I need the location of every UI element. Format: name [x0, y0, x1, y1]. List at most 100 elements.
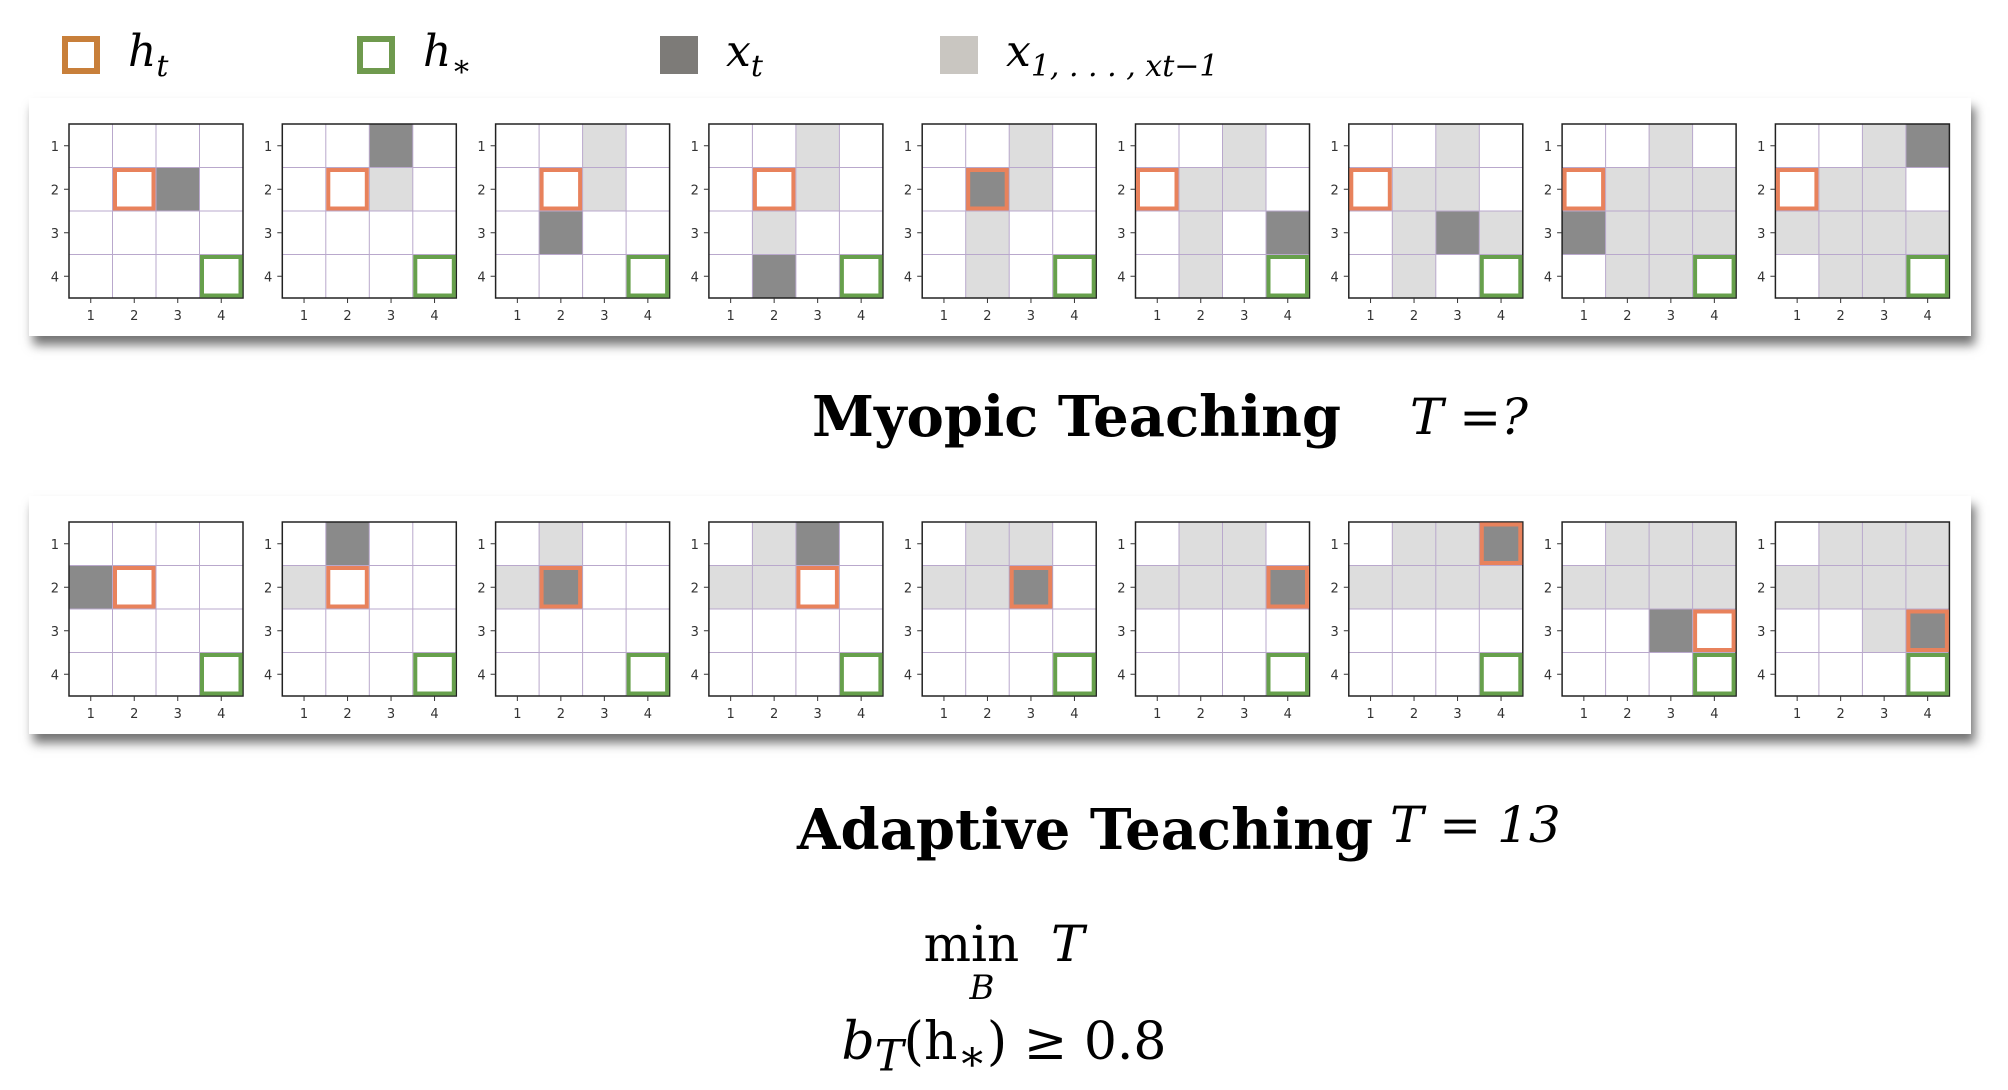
target-hypothesis-box: [839, 255, 883, 298]
past-example-cell: [1818, 565, 1863, 609]
x-tick-label: 4: [857, 309, 865, 324]
y-tick-label: 1: [904, 140, 912, 155]
past-example-cell: [1649, 124, 1693, 168]
y-tick-label: 1: [1757, 140, 1765, 155]
target-hypothesis-box: [1266, 653, 1309, 696]
past-example-cell: [1649, 167, 1693, 211]
x-tick-label: 2: [1623, 309, 1631, 324]
current-example-cell: [965, 167, 1010, 211]
y-tick-label: 1: [1544, 538, 1552, 553]
y-tick-label: 3: [264, 625, 272, 640]
current-hypothesis-box: [752, 168, 796, 211]
past-example-cell: [965, 565, 1010, 609]
current-example-cell: [1435, 211, 1480, 255]
myopic-t-value: T =?: [1410, 388, 1528, 446]
x-tick-label: 4: [1497, 309, 1505, 324]
past-example-cell: [752, 522, 796, 566]
current-example-cell: [752, 254, 796, 298]
y-tick-label: 4: [691, 668, 699, 683]
target-hypothesis-box: [1906, 653, 1949, 696]
x-tick-label: 2: [1837, 309, 1845, 324]
y-tick-label: 1: [477, 140, 485, 155]
x-tick-label: 2: [557, 707, 565, 722]
past-example-cell: [1222, 124, 1266, 168]
past-example-cell: [1692, 167, 1737, 211]
objective-formula: min T B bT(h∗) ≥ 0.8: [0, 918, 2008, 1081]
x-tick-label: 2: [1410, 707, 1418, 722]
grid-frame: [1774, 123, 1951, 299]
y-tick-label: 3: [1544, 227, 1552, 242]
y-tick-label: 2: [691, 581, 699, 596]
x-tick-label: 3: [1667, 309, 1675, 324]
x-tick-label: 2: [130, 309, 138, 324]
grid-frame: [68, 123, 244, 299]
past-example-cell: [1818, 254, 1863, 298]
y-tick-label: 3: [264, 227, 272, 242]
y-tick-label: 3: [477, 227, 485, 242]
target-hypothesis-box: [1479, 653, 1523, 696]
y-tick-label: 4: [264, 668, 272, 683]
legend-label-xt: xt: [726, 26, 763, 84]
past-example-cell: [1392, 565, 1436, 609]
x-tick-label: 3: [174, 707, 182, 722]
x-tick-label: 3: [1240, 309, 1248, 324]
past-example-cell: [1862, 124, 1906, 168]
past-example-cell: [1905, 211, 1950, 255]
current-example-cell: [69, 565, 113, 609]
x-tick-label: 1: [1153, 707, 1161, 722]
x-tick-label: 2: [770, 707, 778, 722]
past-example-cell: [795, 167, 840, 211]
past-example-cell: [1222, 522, 1266, 566]
past-example-cell: [1605, 167, 1650, 211]
y-tick-label: 3: [904, 227, 912, 242]
past-example-cell: [1479, 565, 1523, 609]
y-tick-label: 1: [264, 140, 272, 155]
y-tick-label: 2: [1757, 183, 1765, 198]
legend: ht h∗ xt x1, . . . , xt−1: [0, 0, 2008, 90]
grid-frame: [494, 521, 671, 697]
grid-frame: [921, 521, 1097, 697]
x-tick-label: 3: [1453, 309, 1461, 324]
y-tick-label: 1: [477, 538, 485, 553]
past-example-cell: [1905, 522, 1950, 566]
legend-item-ht: ht: [62, 26, 168, 84]
x-tick-label: 4: [1924, 309, 1932, 324]
grid-frame: [1774, 521, 1951, 697]
legend-label-hstar: h∗: [423, 26, 472, 84]
x-tick-label: 4: [430, 309, 438, 324]
target-hypothesis-box: [413, 255, 456, 298]
current-hypothesis-box: [1693, 609, 1736, 652]
x-tick-label: 2: [1197, 309, 1205, 324]
x-tick-label: 1: [1153, 309, 1161, 324]
y-tick-label: 1: [1331, 538, 1339, 553]
x-tick-label: 3: [1027, 707, 1035, 722]
y-tick-label: 4: [477, 668, 485, 683]
current-hypothesis-box: [1479, 522, 1523, 565]
past-example-cell: [965, 522, 1010, 566]
past-example-cell: [752, 565, 796, 609]
x-tick-label: 1: [1793, 707, 1801, 722]
xt-swatch-icon: [660, 35, 698, 74]
y-tick-label: 4: [51, 270, 59, 285]
past-example-cell: [1562, 565, 1606, 609]
target-hypothesis-box: [200, 653, 243, 696]
target-hypothesis-box: [1479, 255, 1523, 298]
y-tick-label: 4: [904, 270, 912, 285]
target-hypothesis-box: [1266, 255, 1309, 298]
y-tick-label: 4: [51, 668, 59, 683]
y-tick-label: 4: [1757, 270, 1765, 285]
grid-frame: [1348, 123, 1524, 299]
adaptive-caption: Adaptive Teaching: [797, 797, 1373, 863]
past-example-cell: [1775, 565, 1819, 609]
ht-swatch-icon: [62, 35, 100, 74]
past-example-cell: [1862, 565, 1906, 609]
past-example-cell: [1392, 522, 1436, 566]
target-hypothesis-box: [1693, 653, 1736, 696]
